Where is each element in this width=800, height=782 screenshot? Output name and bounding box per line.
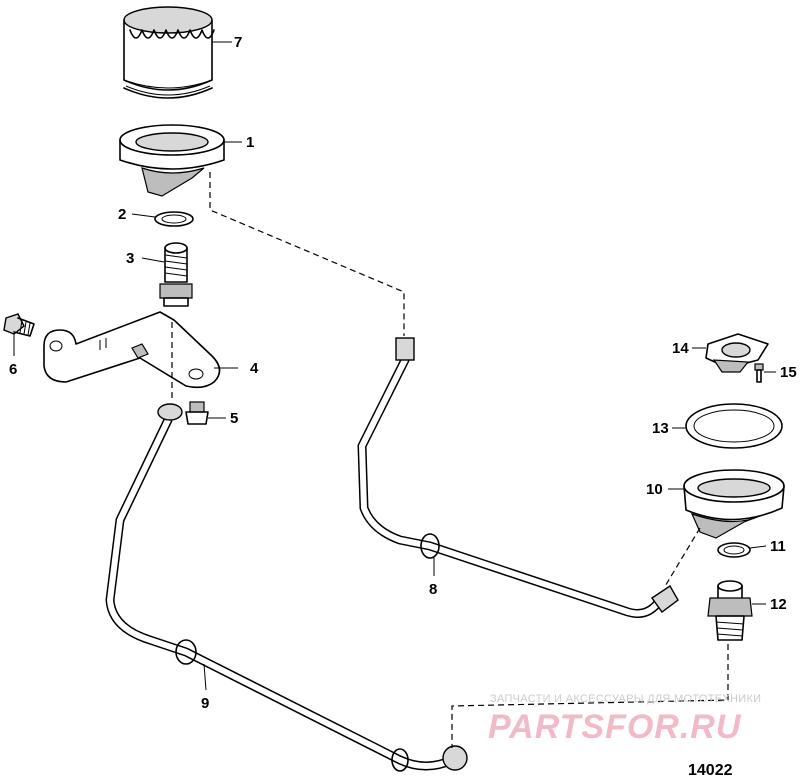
oil-filter-part-7[interactable] — [123, 6, 215, 99]
callout-6: 6 — [9, 361, 17, 378]
connector-fitting-part-12[interactable] — [707, 580, 753, 641]
assembly-line-fitting12-to-hose-9 — [451, 644, 729, 748]
callout-8: 8 — [429, 581, 437, 598]
callout-1: 1 — [246, 134, 254, 151]
seal-ring-part-11[interactable] — [717, 542, 751, 558]
callout-12: 12 — [770, 596, 787, 613]
callout-4: 4 — [250, 360, 259, 377]
fitting-bolt-part-5[interactable] — [185, 401, 209, 425]
callout-3: 3 — [126, 250, 134, 267]
oil-line-hose-part-8[interactable] — [357, 337, 679, 618]
filter-adapter-part-1[interactable] — [119, 124, 225, 197]
leader-3 — [141, 257, 165, 263]
callout-2: 2 — [118, 206, 126, 223]
callout-9: 9 — [201, 695, 209, 712]
callout-13: 13 — [652, 420, 669, 437]
oil-line-hose-part-9[interactable] — [105, 403, 468, 772]
cover-plate-part-14[interactable] — [705, 333, 769, 373]
watermark-caption: ЗАПЧАСТИ И АКСЕССУАРЫ ДЛЯ МОТОТЕХНИКИ — [490, 693, 761, 705]
figure-number: 14022 — [688, 762, 733, 779]
screw-part-15[interactable] — [754, 363, 764, 383]
callout-15: 15 — [780, 364, 797, 381]
callout-14: 14 — [672, 340, 689, 357]
mounting-bracket-part-4[interactable] — [43, 311, 221, 389]
callout-7: 7 — [234, 34, 242, 51]
watermark-brand: PARTSFOR.RU — [488, 708, 742, 746]
filter-adapter-part-10[interactable] — [683, 469, 785, 539]
leader-11 — [749, 545, 767, 549]
assembly-line-adapter-to-hose-8 — [209, 172, 405, 336]
large-seal-ring-part-13[interactable] — [685, 403, 783, 449]
callout-10: 10 — [646, 481, 663, 498]
leader-2 — [131, 213, 156, 218]
seal-ring-part-2[interactable] — [154, 211, 194, 227]
leader-9 — [203, 663, 207, 691]
watermark: ЗАПЧАСТИ И АКСЕССУАРЫ ДЛЯ МОТОТЕХНИКИ PA… — [488, 693, 761, 746]
assembly-line-adapter10-to-hose-8 — [663, 527, 701, 589]
threaded-nipple-part-3[interactable] — [159, 242, 193, 307]
callout-11: 11 — [770, 538, 786, 555]
callout-5: 5 — [230, 410, 238, 427]
bolt-part-6[interactable] — [3, 313, 35, 337]
